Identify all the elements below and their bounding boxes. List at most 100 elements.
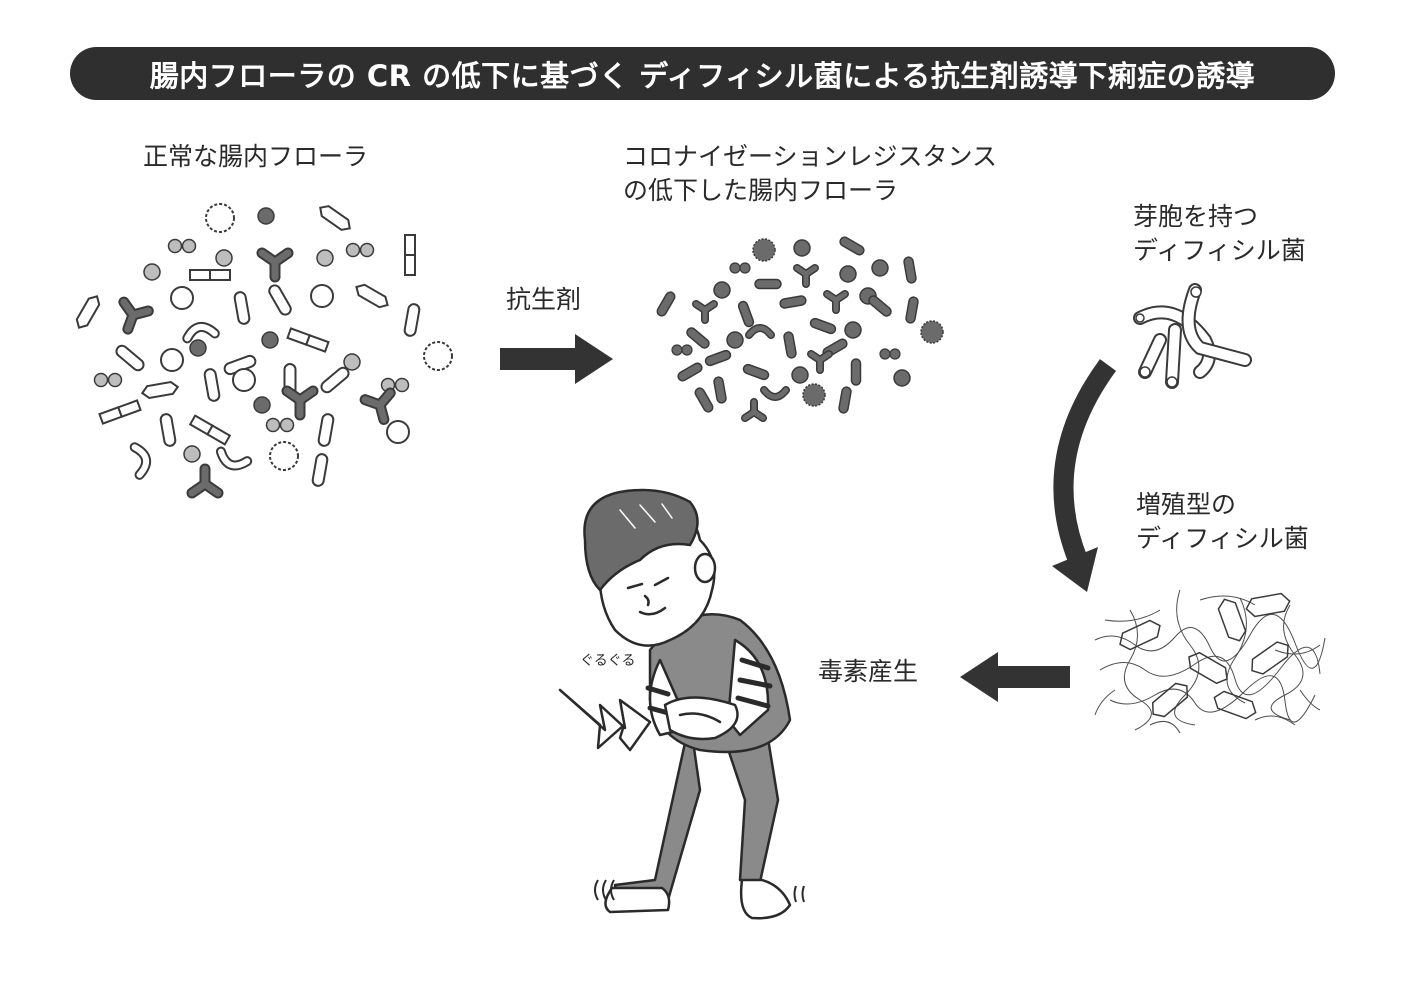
title-bar: 腸内フローラの CR の低下に基づく ディフィシル菌による抗生剤誘導下痢症の誘導 [70, 47, 1335, 100]
spore-difficile-illustration [1133, 283, 1252, 389]
lightning-bolt-icon [558, 688, 652, 752]
bacterium [423, 341, 453, 371]
bacterium [116, 302, 149, 333]
bacterium [158, 412, 178, 448]
bacterium [866, 293, 894, 319]
bacterium [671, 344, 693, 356]
label-reduced-cr-line2: の低下した腸内フローラ [623, 176, 899, 205]
bacterium [741, 362, 771, 382]
label-spore-line2: ディフィシル菌 [1133, 236, 1306, 265]
bacterium [749, 328, 771, 335]
label-reduced-cr-flora: コロナイゼーションレジスタンス の低下した腸内フローラ [623, 140, 997, 208]
bacterium [797, 268, 815, 284]
bacterium [215, 249, 233, 267]
arrow-left-icon [960, 652, 1070, 702]
bacterium [802, 383, 826, 407]
bacterium [712, 375, 728, 405]
bacterium [310, 452, 330, 488]
bacterium [202, 367, 222, 403]
bacterium [261, 331, 279, 349]
bacterium [257, 207, 275, 225]
label-vegetative-line1: 増殖型の [1136, 490, 1237, 519]
curved-arrow-down-icon [1052, 359, 1117, 592]
bacterium [218, 452, 247, 470]
bacterium [839, 265, 857, 283]
vegetative-difficile-illustration [1094, 589, 1326, 734]
normal-flora-cluster [72, 201, 453, 493]
bacterium [266, 282, 294, 318]
label-normal-flora: 正常な腸内フローラ [143, 142, 369, 171]
motion-lines [594, 879, 805, 903]
bacterium [879, 348, 901, 360]
bacterium [752, 238, 776, 262]
arrow-right-icon [500, 334, 613, 384]
bacterium [893, 369, 911, 387]
bacterium [253, 396, 271, 414]
bacterium [386, 420, 410, 444]
bacterium [167, 238, 197, 254]
bacterium [140, 379, 180, 401]
bacterium [782, 330, 798, 360]
bacterium [287, 391, 313, 415]
bacterium [265, 417, 295, 433]
bacterium [183, 445, 201, 463]
bacterium [827, 294, 845, 310]
bacterium [902, 255, 918, 285]
bacterium [1146, 678, 1194, 722]
bacterium [232, 368, 256, 392]
bacterium [318, 364, 352, 396]
label-spore-difficile: 芽胞を持つ ディフィシル菌 [1133, 200, 1306, 268]
bacterium [808, 316, 838, 336]
bacterium [315, 201, 355, 235]
bacterium [98, 399, 142, 425]
bacterium [365, 393, 396, 423]
bacterium [920, 320, 944, 344]
bacterium [262, 253, 288, 277]
bacterium [736, 299, 756, 329]
bacterium [837, 385, 853, 415]
bacterium [310, 284, 334, 308]
person-stomachache-illustration [583, 488, 792, 920]
bacterium [1215, 595, 1249, 645]
bacterium [837, 234, 867, 258]
bacterium [113, 342, 147, 374]
bacterium [345, 242, 375, 258]
reduced-cr-flora-cluster [654, 234, 944, 418]
bacterium [402, 302, 422, 338]
bacterium [192, 469, 218, 493]
bacterium [754, 278, 782, 290]
bacterium [286, 327, 330, 353]
bacterium [93, 372, 123, 388]
label-rumble: ぐるぐる [580, 653, 636, 669]
bacterium [871, 259, 889, 277]
bacterium [352, 280, 392, 312]
bacterium [850, 358, 862, 386]
bacterium [316, 249, 334, 267]
bacterium [269, 441, 299, 471]
bacterium [205, 203, 235, 233]
label-vegetative-difficile: 増殖型の ディフィシル菌 [1136, 488, 1309, 556]
bacterium [189, 414, 231, 446]
bacterium [1244, 591, 1292, 619]
bacterium [764, 390, 786, 397]
bacterium [135, 446, 149, 475]
bacterium [778, 294, 808, 310]
label-vegetative-line2: ディフィシル菌 [1136, 524, 1309, 553]
bacterium [844, 321, 862, 339]
bacterium [316, 412, 336, 448]
bacterium [343, 353, 361, 371]
bacterium [143, 263, 161, 281]
bacterium [675, 360, 705, 384]
diagram-title: 腸内フローラの CR の低下に基づく ディフィシル菌による抗生剤誘導下痢症の誘導 [149, 58, 1256, 93]
bacterium [1115, 616, 1165, 654]
bacterium [186, 325, 215, 339]
bacterium [1246, 637, 1294, 679]
bacterium [189, 269, 231, 281]
bacterium [654, 289, 678, 319]
label-spore-line1: 芽胞を持つ [1133, 202, 1259, 231]
bacterium [380, 377, 410, 393]
bacterium [745, 402, 763, 418]
bacterium [904, 295, 920, 325]
bacterium [692, 385, 716, 415]
